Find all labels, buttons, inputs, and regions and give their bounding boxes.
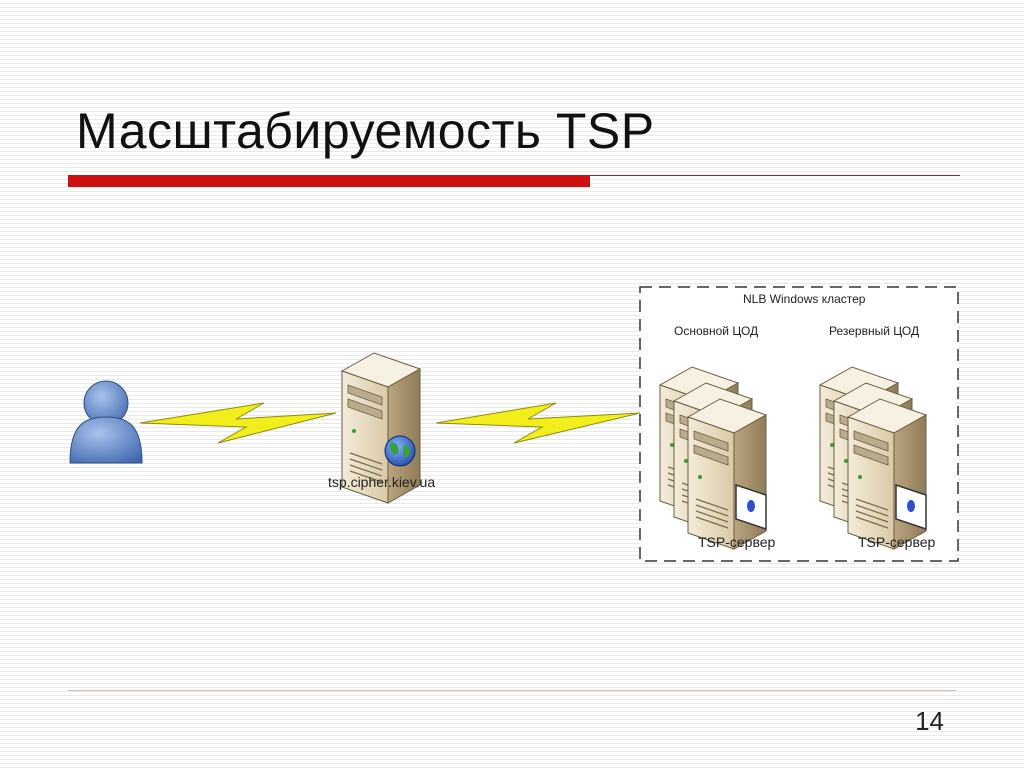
title-underline-accent: [68, 175, 590, 187]
backup-server-label: TSP-сервер: [858, 534, 936, 550]
link-proxy-to-cluster: [435, 402, 641, 444]
page-number: 14: [915, 706, 944, 736]
link-user-to-proxy: [139, 402, 337, 444]
globe-icon: [384, 435, 416, 467]
title-underline-line: [590, 175, 960, 176]
slide-title: Масштабируемость TSP: [76, 103, 655, 159]
primary-dc-label: Основной ЦОД: [674, 324, 758, 338]
primary-server-label: TSP-сервер: [698, 534, 776, 550]
server-icon: [687, 398, 767, 550]
user-icon: [69, 380, 143, 464]
footer-divider: [68, 690, 956, 691]
proxy-label: tsp.cipher.kiev.ua: [328, 474, 435, 490]
backup-dc-label: Резервный ЦОД: [829, 324, 919, 338]
scalability-diagram: tsp.cipher.kiev.ua NLB Windows кластер О…: [68, 285, 960, 565]
cluster-label: NLB Windows кластер: [743, 292, 866, 306]
server-icon: [847, 398, 927, 550]
